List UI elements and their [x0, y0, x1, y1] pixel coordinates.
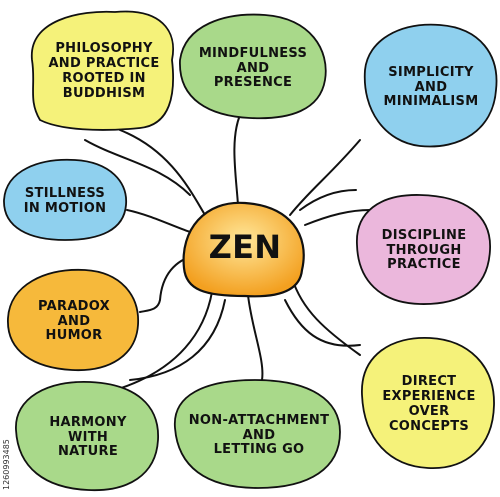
connector-philosophy	[119, 129, 206, 216]
blob-direct	[361, 337, 495, 469]
blob-stillness	[3, 158, 127, 241]
blob-harmony	[15, 381, 159, 491]
node-nonattachment-label: NON-ATTACHMENT AND LETTING GO	[188, 412, 330, 458]
blob-philosophy	[31, 10, 174, 131]
node-mindfulness-label: MINDFULNESS AND PRESENCE	[198, 45, 308, 91]
node-simplicity-label: SIMPLICITY AND MINIMALISM	[383, 64, 479, 110]
connector-direct	[291, 277, 361, 356]
blob-simplicity	[363, 23, 498, 148]
node-philosophy-label: PHILOSOPHY AND PRACTICE ROOTED IN BUDDHI…	[48, 41, 160, 101]
connector-simplicity	[289, 139, 361, 216]
connector-harmony	[114, 291, 213, 391]
connector-philosophy-branch	[84, 139, 191, 196]
blob-paradox	[7, 269, 139, 371]
blob-mindfulness	[179, 13, 327, 120]
blob-nonattachment	[174, 379, 341, 489]
connector-nonattachment	[247, 294, 264, 381]
connector-discipline	[304, 209, 371, 226]
node-discipline-label: DISCIPLINE THROUGH PRACTICE	[381, 227, 467, 273]
center-label: ZEN	[208, 227, 282, 266]
center-blob	[182, 201, 305, 298]
connectors	[84, 114, 371, 391]
connector-stillness	[126, 209, 191, 233]
node-harmony-label: HARMONY WITH NATURE	[49, 414, 127, 460]
node-stillness-label: STILLNESS IN MOTION	[23, 186, 107, 216]
connector-harmony-branch	[129, 299, 226, 381]
connector-mindfulness	[233, 114, 241, 206]
watermark-id: 1260993485	[2, 439, 11, 490]
connector-paradox	[139, 254, 197, 313]
node-paradox-label: PARADOX AND HUMOR	[38, 298, 110, 344]
connector-discipline-branch	[299, 189, 357, 211]
connector-direct-branch	[284, 299, 361, 347]
blob-discipline	[356, 194, 491, 305]
node-direct-label: DIRECT EXPERIENCE OVER CONCEPTS	[382, 374, 476, 434]
